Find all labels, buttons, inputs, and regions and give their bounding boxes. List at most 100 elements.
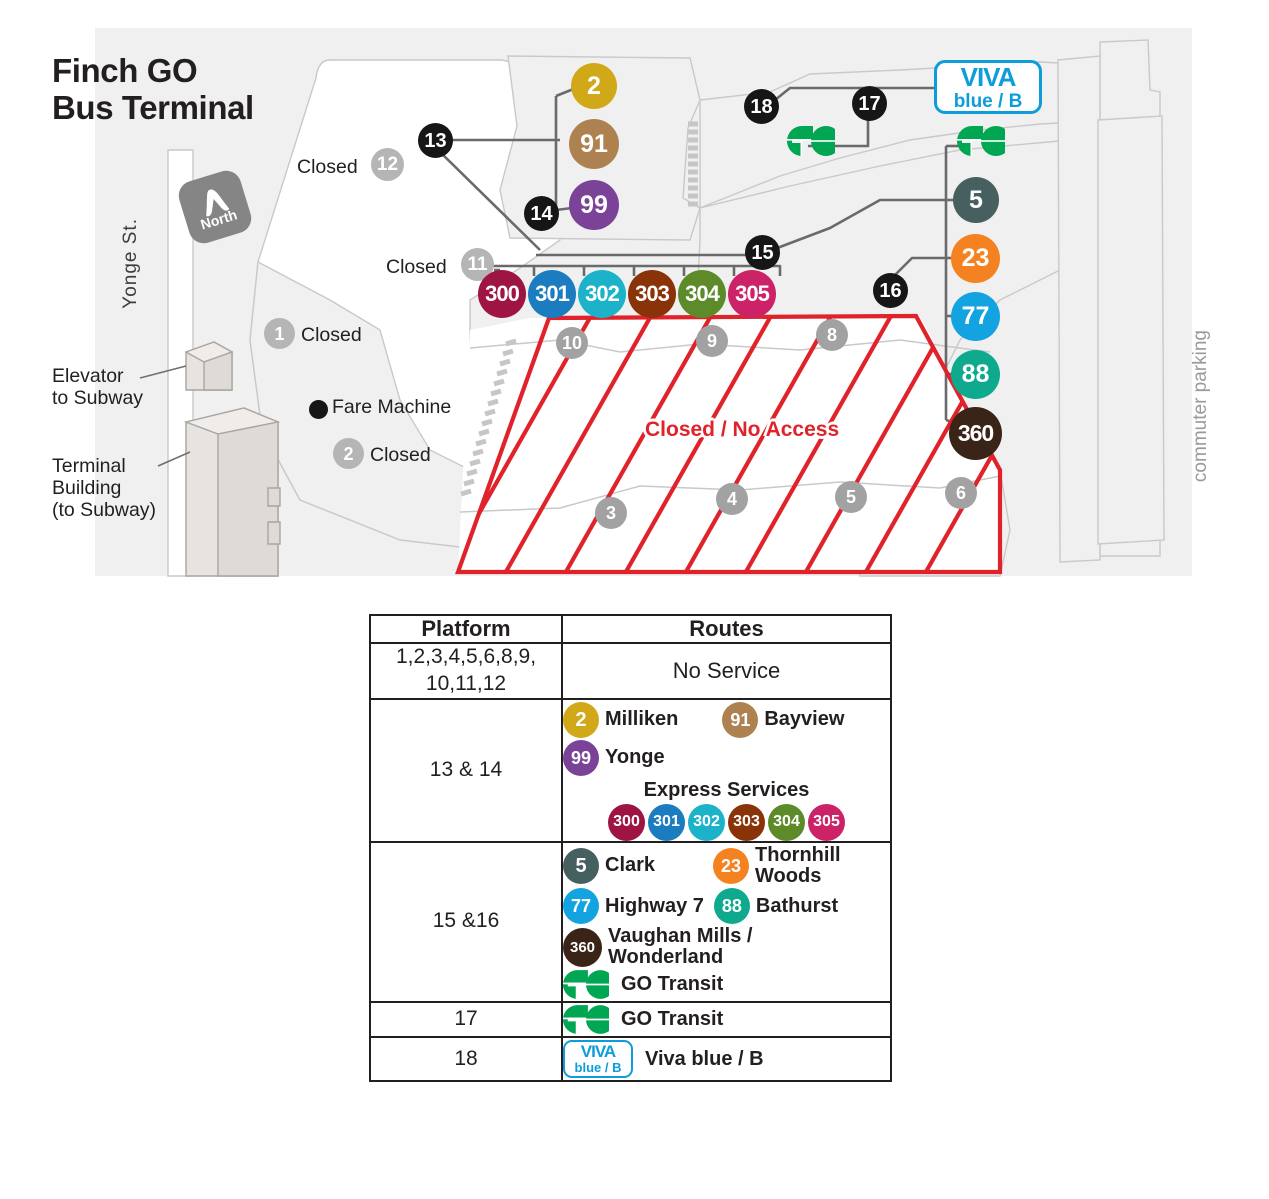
map-route-badge-91: 91	[569, 119, 619, 169]
route-item-2[interactable]: 2 Milliken	[563, 701, 678, 738]
closed-label-2: Closed	[370, 444, 431, 466]
elevator-building-shape	[184, 341, 234, 391]
platform-marker-18: 18	[744, 89, 779, 124]
page-title: Finch GO Bus Terminal	[52, 52, 254, 127]
route-item-5[interactable]: 5 Clark	[563, 847, 655, 884]
route-name-360: Vaughan Mills / Wonderland	[608, 925, 753, 969]
table-row: 13 & 14 2 Milliken 91 Bayview	[369, 697, 892, 843]
go-transit-logo	[563, 1005, 609, 1034]
commuter-parking-label: commuter parking	[1190, 330, 1211, 483]
route-item-go-transit-17[interactable]: GO Transit	[563, 1005, 723, 1034]
route-item-go-transit-1516[interactable]: GO Transit	[563, 970, 723, 999]
route-item-77[interactable]: 77 Highway 7	[563, 888, 704, 925]
platform-marker-16: 16	[873, 273, 908, 308]
map-route-badge-5: 5	[953, 177, 999, 223]
platform-marker-15: 15	[745, 235, 780, 270]
route-badge-2: 2	[563, 701, 599, 738]
table-row: 17	[369, 1000, 892, 1038]
route-badge-305[interactable]: 305	[808, 803, 845, 841]
table-header-row: Platform Routes	[369, 614, 892, 644]
platform-marker-12: 12	[371, 148, 404, 181]
route-name-88: Bathurst	[755, 894, 839, 917]
go-transit-logo-platform-17	[787, 126, 841, 161]
viva-blue-logo-map: VIVA blue / B	[934, 60, 1042, 114]
route-item-viva-blue[interactable]: VIVA blue / B Viva blue / B	[563, 1039, 764, 1078]
platform-routes-table-wrapper: Platform Routes 1,2,3,4,5,6,8,9, 10,11,1…	[369, 614, 892, 1082]
fare-machine-dot-icon	[309, 400, 328, 419]
route-item-23[interactable]: 23 Thornhill Woods	[713, 843, 841, 887]
route-line: 77 Highway 7 88 Bathurst	[563, 888, 890, 925]
platform-cell-13-14: 13 & 14	[369, 697, 563, 843]
terminal-building-label: Terminal Building (to Subway)	[52, 455, 157, 522]
platform-cell-15-16: 15 &16	[369, 840, 563, 1003]
yonge-street-label: Yonge St.	[120, 218, 141, 309]
route-item-88[interactable]: 88 Bathurst	[713, 888, 839, 925]
viva-blue-logo-table: VIVA blue / B	[563, 1039, 633, 1078]
map-route-badge-302: 302	[578, 270, 626, 318]
route-name-go-transit-17: GO Transit	[621, 1008, 724, 1031]
platform-cell-18: 18	[369, 1035, 563, 1082]
platform-marker-8: 8	[816, 319, 848, 351]
platform-routes-table: Platform Routes 1,2,3,4,5,6,8,9, 10,11,1…	[369, 614, 892, 1082]
platform-marker-2: 2	[333, 438, 364, 469]
map-route-badge-300: 300	[478, 270, 526, 318]
fare-machine-label: Fare Machine	[332, 396, 452, 418]
platform-marker-6: 6	[945, 477, 977, 509]
route-badge-91: 91	[722, 701, 759, 738]
terminal-building-shape	[183, 407, 281, 577]
viva-logo-bottom-text: blue / B	[953, 90, 1023, 112]
route-badge-300[interactable]: 300	[608, 803, 645, 841]
platform-marker-5: 5	[835, 481, 867, 513]
route-line: 2 Milliken 91 Bayview	[563, 701, 890, 738]
route-item-91[interactable]: 91 Bayview	[722, 701, 845, 738]
map-route-badge-305: 305	[728, 270, 776, 318]
route-line: GO Transit	[563, 1005, 890, 1034]
route-badge-360: 360	[563, 927, 602, 967]
route-line: 99 Yonge	[563, 739, 890, 776]
platform-cell-no-service: 1,2,3,4,5,6,8,9, 10,11,12	[369, 642, 563, 700]
route-name-23: Thornhill Woods	[755, 843, 841, 887]
route-badge-88: 88	[713, 888, 750, 925]
viva-logo-top-text: VIVA	[580, 1042, 616, 1062]
route-badge-303[interactable]: 303	[728, 803, 765, 841]
route-badge-5: 5	[563, 847, 599, 884]
elevator-label: Elevator to Subway	[52, 365, 144, 410]
map-base-graphics	[92, 28, 1192, 577]
closed-label-11: Closed	[386, 256, 447, 278]
routes-cell-13-14: 2 Milliken 91 Bayview 99 Yonge	[561, 697, 892, 843]
route-badge-99: 99	[563, 739, 599, 776]
route-name-viva-blue: Viva blue / B	[645, 1047, 764, 1070]
routes-cell-no-service: No Service	[561, 642, 892, 700]
platform-marker-9: 9	[696, 325, 728, 357]
map-route-badge-99: 99	[569, 180, 619, 230]
platform-marker-14: 14	[524, 196, 559, 231]
route-item-99[interactable]: 99 Yonge	[563, 739, 665, 776]
map-route-badge-23: 23	[951, 234, 1000, 283]
route-item-360[interactable]: 360 Vaughan Mills / Wonderland	[563, 926, 752, 968]
viva-logo-bottom-text: blue / B	[574, 1060, 622, 1076]
route-badge-301[interactable]: 301	[648, 803, 685, 841]
platform-marker-11: 11	[461, 248, 494, 281]
route-badge-23: 23	[713, 847, 750, 884]
platform-cell-17: 17	[369, 1000, 563, 1038]
north-compass-marker: North	[175, 167, 255, 247]
route-line: 360 Vaughan Mills / Wonderland	[563, 926, 890, 968]
express-services-row: 300 301 302 303 304 305	[563, 803, 890, 841]
go-transit-logo	[563, 970, 609, 999]
route-name-91: Bayview	[764, 708, 845, 731]
route-badge-302[interactable]: 302	[688, 803, 725, 841]
header-platform: Platform	[369, 614, 563, 644]
route-line: GO Transit	[563, 970, 890, 999]
route-name-99: Yonge	[605, 746, 665, 769]
terminal-map: Finch GO Bus Terminal Yonge St. commuter…	[52, 28, 1211, 577]
table-row: 18 VIVA blue / B Viva blue / B	[369, 1035, 892, 1082]
route-line: 5 Clark 23 Thornhill Woods	[563, 843, 890, 887]
route-name-go-transit-1516: GO Transit	[621, 973, 724, 996]
map-route-badge-304: 304	[678, 270, 726, 318]
route-badge-77: 77	[563, 888, 599, 925]
route-badge-304[interactable]: 304	[768, 803, 805, 841]
table-row: 1,2,3,4,5,6,8,9, 10,11,12 No Service	[369, 642, 892, 700]
platform-marker-1: 1	[264, 318, 295, 349]
map-route-badge-303: 303	[628, 270, 676, 318]
route-line: VIVA blue / B Viva blue / B	[563, 1039, 890, 1078]
